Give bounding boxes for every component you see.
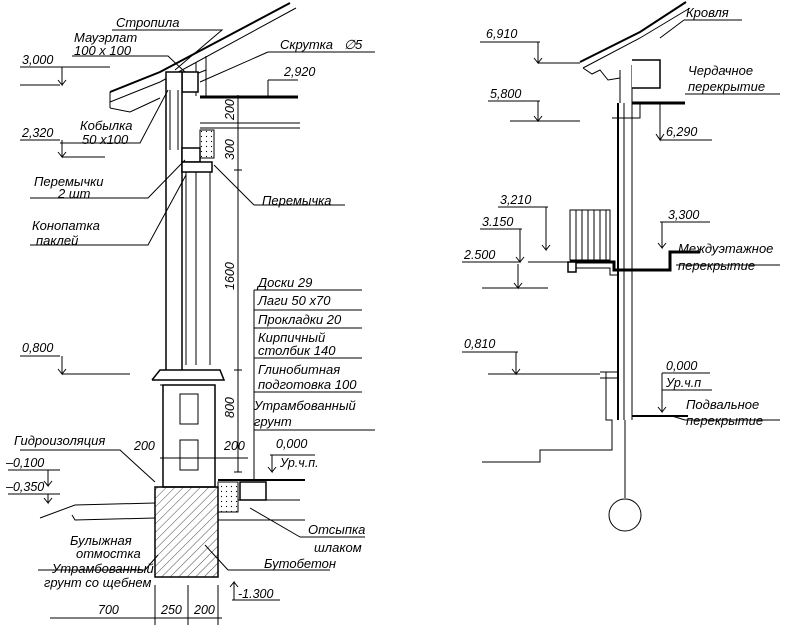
right-elevation-marks (462, 41, 712, 414)
log-wall (165, 71, 213, 373)
floor-layer-4: Кирпичный (258, 330, 325, 345)
label-basement-floor-2: перекрытие (686, 413, 763, 428)
label-blind-area: Булыжная (70, 533, 132, 548)
rubble-concrete-foundation (154, 486, 219, 578)
ceiling-beam (199, 129, 215, 159)
axis-marker-circle (608, 498, 642, 532)
elevation-0810: 0,810 (464, 337, 495, 351)
dim-700: 700 (98, 603, 119, 617)
floor-layer-7: подготовка 100 (258, 377, 357, 392)
right-building-section (462, 1, 780, 532)
elevation-0000-note: Ур.ч.п. (279, 456, 319, 470)
dim-200-a: 200 (133, 439, 155, 453)
mauerlat-beam (181, 71, 199, 93)
elevation-3150: 3.150 (482, 215, 513, 229)
label-mauerlat: Мауэрлат (74, 30, 137, 45)
diameter-icon: ∅ (344, 37, 356, 52)
label-waterproofing: Гидроизоляция (14, 433, 105, 448)
basement-and-ground (482, 371, 688, 532)
horizontal-dimension-chain (50, 457, 248, 625)
label-twist: Скрутка (280, 37, 333, 52)
elevation-0000-right-note: Ур.ч.п (665, 376, 701, 390)
label-rubble-concrete: Бутобетон (264, 556, 336, 571)
label-lintels: Перемычки (34, 174, 104, 189)
label-basement-floor: Подвальное (686, 397, 759, 412)
interfloor-slab (567, 250, 700, 276)
elevation-2320: 2,320 (21, 126, 53, 140)
label-compacted-soil: Утрамбованный (51, 561, 154, 576)
floor-layer-9: грунт (254, 414, 292, 429)
label-mauerlat-size: 100 x 100 (74, 43, 132, 58)
elevation-3000: 3,000 (22, 53, 53, 67)
label-slag-backfill-2: шлаком (314, 540, 362, 555)
elevation-3300: 3,300 (668, 208, 699, 222)
dim-250: 250 (160, 603, 182, 617)
brick-plinth (162, 384, 216, 488)
vertical-dimension-chain (234, 95, 242, 473)
elevation-0800: 0,800 (22, 341, 53, 355)
dim-200-b: 200 (223, 439, 245, 453)
dim-200-top: 200 (223, 99, 237, 121)
roof-eave (579, 1, 691, 103)
elevation-6290: 6,290 (666, 125, 697, 139)
label-twist-size: 5 (355, 37, 363, 52)
dim-1600: 1600 (223, 262, 237, 290)
elevation-minus-0350: –0,350 (5, 480, 44, 494)
label-kobylka-size: 50 x100 (82, 132, 129, 147)
leader-lines (20, 29, 375, 571)
elevation-minus-1300: -1.300 (238, 587, 273, 601)
floor-layer-2: Лаги 50 x70 (257, 293, 331, 308)
floor-layer-5: столбик 140 (258, 343, 336, 358)
label-blind-area-2: отмостка (76, 546, 141, 561)
floor-layer-1: Доски 29 (256, 275, 312, 290)
elevation-minus-0100: –0,100 (5, 456, 44, 470)
dim-200-bottom: 200 (193, 603, 215, 617)
label-attic-floor: Чердачное (688, 63, 753, 78)
elevation-0000: 0,000 (276, 437, 307, 451)
floor-layer-table (253, 289, 375, 480)
label-lintel: Перемычка (262, 193, 332, 208)
label-compacted-soil-2: грунт со щебнем (44, 575, 151, 590)
left-wall-section (8, 2, 375, 625)
elevation-2500: 2.500 (463, 248, 495, 262)
dim-300: 300 (223, 139, 237, 160)
label-slag-backfill: Отсыпка (308, 522, 365, 537)
window-sill (151, 369, 226, 386)
floor-layer-8: Утрамбованный (253, 398, 356, 413)
elevation-6910: 6,910 (486, 27, 517, 41)
label-attic-floor-2: перекрытие (688, 79, 765, 94)
label-rafters: Стропила (116, 15, 179, 30)
dim-800: 800 (223, 397, 237, 418)
label-caulking-material: паклей (36, 233, 78, 248)
elevation-2920: 2,920 (283, 65, 315, 79)
right-leaders (659, 19, 780, 421)
elevation-0000-right: 0,000 (666, 359, 697, 373)
vent-opening-lower (179, 439, 199, 471)
label-kobylka: Кобылка (80, 118, 132, 133)
label-caulking: Конопатка (32, 218, 100, 233)
elevation-3210: 3,210 (500, 193, 531, 207)
label-interfloor: Междуэтажное (678, 241, 773, 256)
floor-layer-3: Прокладки 20 (258, 312, 342, 327)
left-elevation-marks (8, 66, 315, 601)
label-roof: Кровля (686, 5, 729, 20)
elevation-5800: 5,800 (490, 87, 521, 101)
vent-opening-upper (179, 393, 199, 425)
exterior-wall (612, 103, 641, 420)
label-lintels-count: 2 шт (57, 186, 91, 201)
floor-layer-6: Глинобитная (258, 362, 340, 377)
brick-column (239, 481, 267, 501)
ground-blind-area (39, 479, 305, 521)
slag-backfill (217, 481, 239, 513)
balcony-railing (569, 209, 611, 261)
label-interfloor-2: перекрытие (678, 258, 755, 273)
